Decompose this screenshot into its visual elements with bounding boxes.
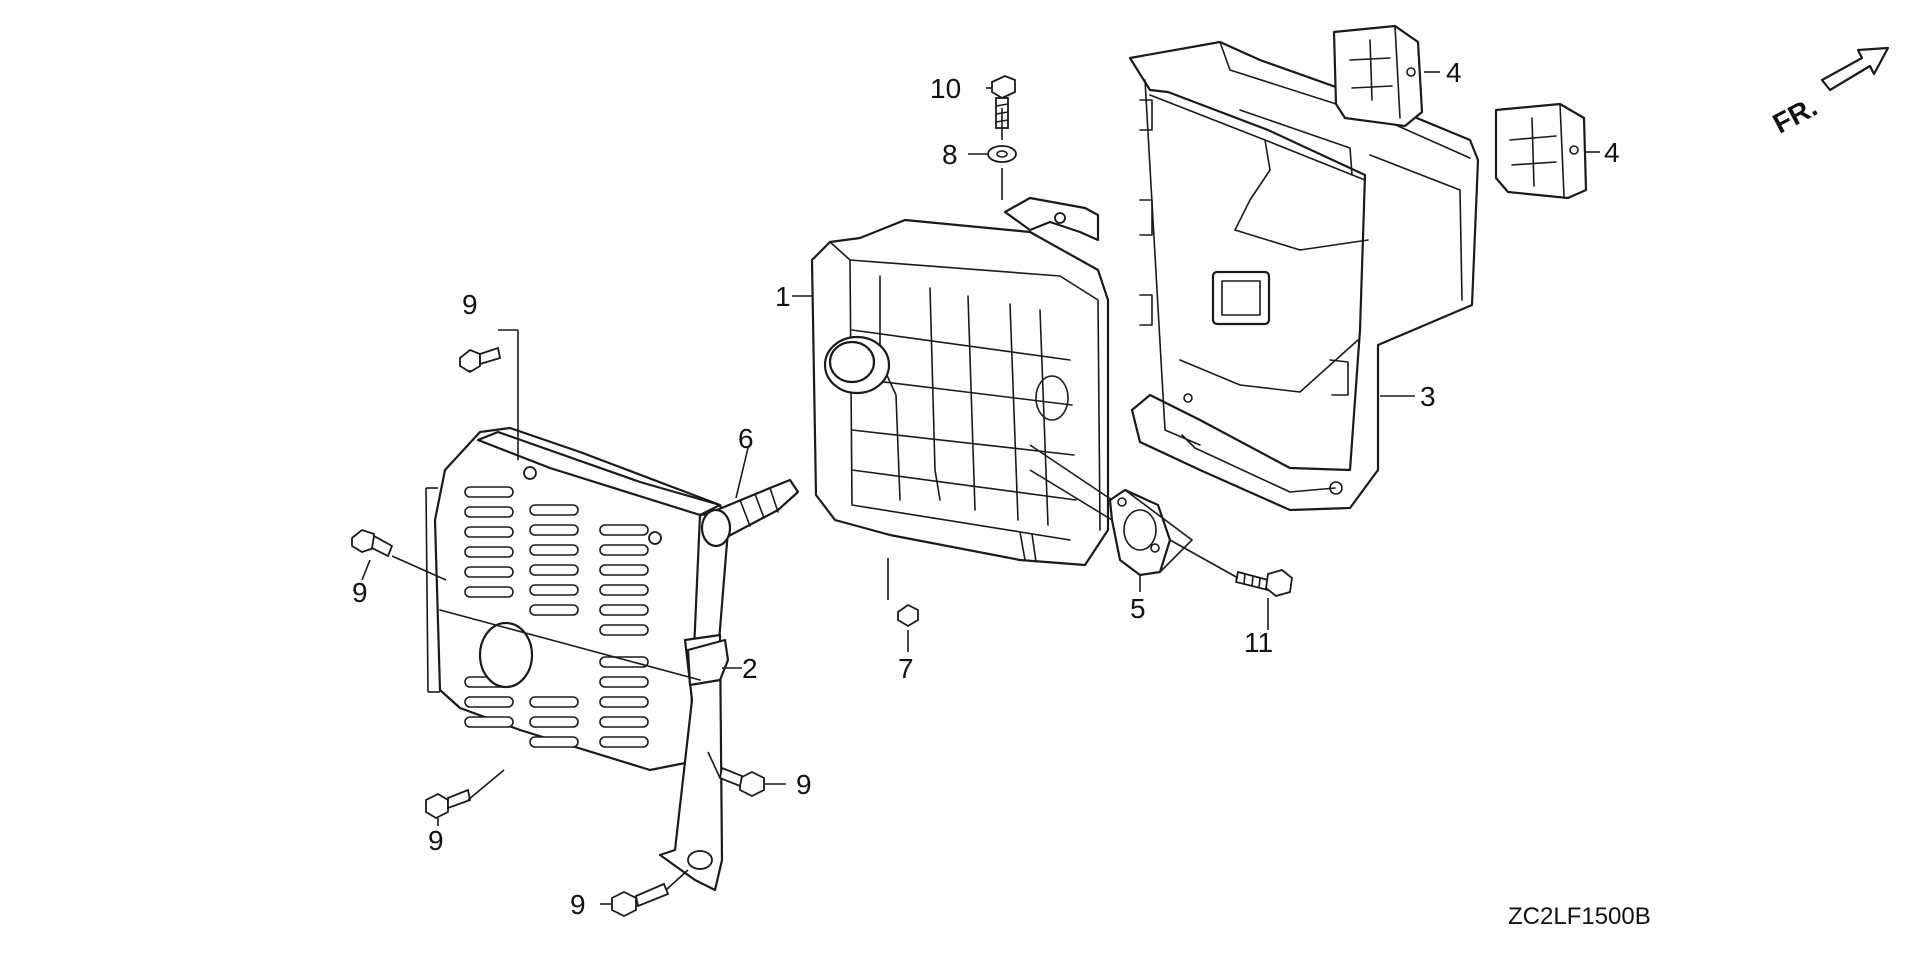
bolt-9e-icon: [611, 882, 670, 918]
callout-9-left: 9: [352, 577, 368, 608]
guard-clip-lower-part: [1494, 102, 1588, 200]
front-direction-indicator: FR.: [1768, 46, 1890, 140]
bolt-10-icon: [991, 75, 1016, 129]
diagram-code: ZC2LF1500B: [1508, 903, 1651, 930]
bolt-9b-icon: [351, 528, 394, 558]
callout-10: 10: [930, 73, 961, 104]
bolt-11-icon: [1234, 569, 1293, 597]
callout-9-right: 9: [796, 769, 812, 800]
bolt-9d-icon: [425, 788, 472, 820]
muffler-body-part: [810, 196, 1110, 567]
callout-9-bottom-left: 9: [428, 825, 444, 856]
bolt-7-icon: [897, 603, 919, 628]
leader-lines: [361, 71, 1600, 905]
front-direction-label: FR.: [1768, 91, 1822, 140]
callout-8: 8: [942, 139, 958, 170]
muffler-cover-part: [433, 426, 730, 892]
callout-2: 2: [742, 653, 758, 684]
callout-3: 3: [1420, 381, 1436, 412]
spark-arrester-part: [700, 478, 800, 548]
callout-9-top: 9: [462, 289, 478, 320]
guard-clip-upper-part: [1332, 24, 1424, 128]
callout-4-lower: 4: [1604, 137, 1620, 168]
callout-11: 11: [1244, 627, 1273, 658]
front-direction-arrow-icon: [1820, 46, 1890, 92]
callout-labels: 10 8 1 4 4 3 6 2 7 5 11 9 9 9 9 9: [352, 57, 1620, 920]
bolt-9c-icon: [718, 766, 765, 798]
washer-8-icon: [987, 145, 1017, 163]
gasket-part: [1108, 488, 1172, 577]
callout-1: 1: [775, 281, 791, 312]
callout-9-bottom: 9: [570, 889, 586, 920]
bolt-9a-icon: [459, 346, 502, 374]
callout-4-upper: 4: [1446, 57, 1462, 88]
cover-louvre-grid: [464, 486, 649, 748]
callout-6: 6: [738, 423, 754, 454]
callout-5: 5: [1130, 593, 1146, 624]
muffler-protector-part: [1128, 40, 1480, 512]
callout-7: 7: [898, 653, 914, 684]
